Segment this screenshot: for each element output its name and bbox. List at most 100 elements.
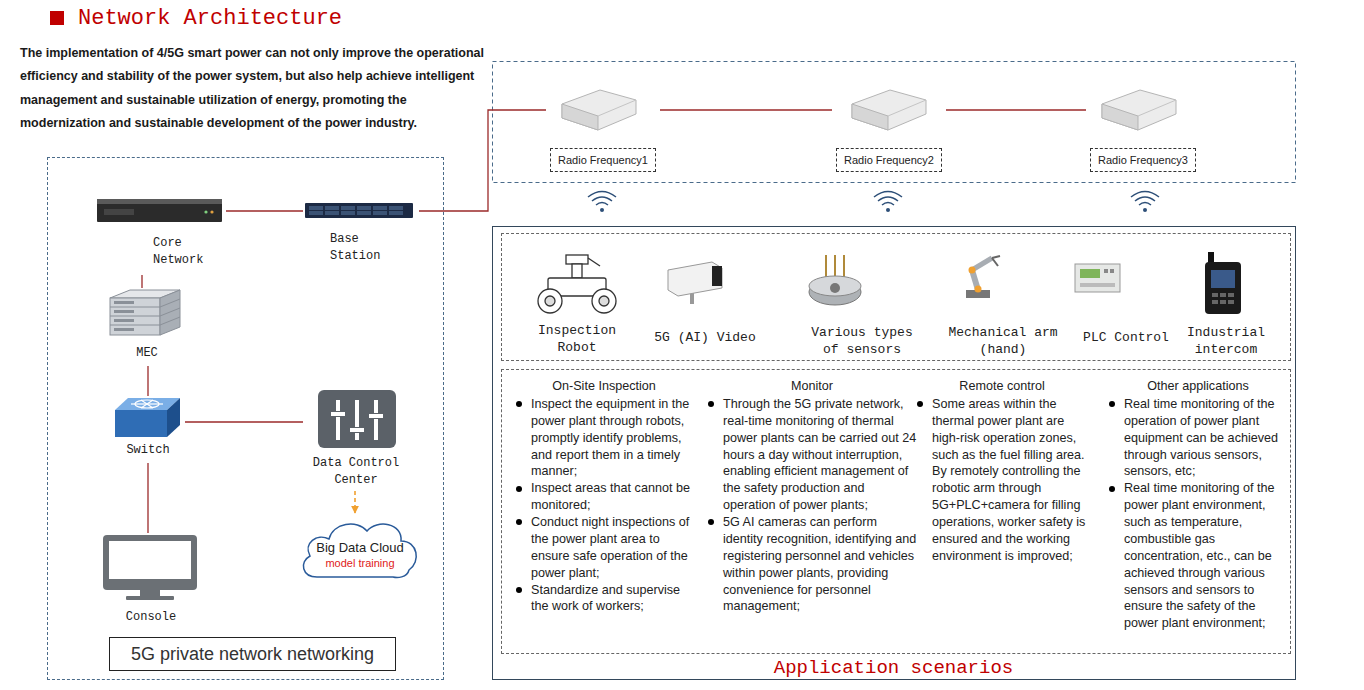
node-label: Switch [111,442,185,459]
robot-icon [545,296,555,306]
mec-icon [160,308,180,316]
console-icon [103,535,197,600]
mec-icon [160,299,180,307]
sensor-icon [809,255,861,305]
device-caption: 5G (AI) Video [649,329,761,346]
switch-icon [115,398,180,437]
wireless-symbol [600,208,604,212]
text-slot: Core Network [153,235,219,269]
robot-icon [572,264,582,278]
bullet-text: Standardize and supervise the work of wo… [531,582,693,616]
text-slot: model training [297,557,423,570]
switch-icon [141,400,153,408]
radio-unit-icon [562,90,636,130]
base-station-icon [389,206,403,210]
wireless-symbol [1135,197,1155,201]
text-slot: Inspection Robot [534,322,620,356]
data-control-icon [349,427,365,433]
bullet-text: Some areas within the thermal power plan… [932,396,1088,565]
text-slot: MEC [107,345,187,362]
connector-line [147,366,148,396]
radio-node: Radio Frequency1 [546,84,660,178]
radio-label: Radio Frequency3 [1090,148,1196,172]
wireless-symbol [1131,192,1159,198]
cloud-node: Big Data Cloudmodel training [297,513,423,585]
column-heading: Monitor [707,378,917,395]
radio-unit-icon [888,100,926,116]
mec-node: MEC [107,288,187,366]
radio-label: Radio Frequency1 [550,148,656,172]
connector-line [354,491,356,513]
console-icon [103,535,197,590]
application-panel: Application scenariosInspection Robot5G … [492,226,1296,680]
device-caption: Mechanical arm (hand) [944,324,1062,358]
plc-icon [1075,264,1120,292]
wireless-symbol [592,197,612,201]
mec-icon [110,290,180,335]
camera-icon [668,262,722,296]
robot-icon [592,289,616,313]
device-row: Inspection Robot 5G (AI) Video Various typ… [501,233,1291,361]
data-control-icon [355,400,359,440]
intercom-icon [1228,293,1234,297]
text-slot: Switch [111,442,185,459]
data-control-node: Data Control Center [303,388,409,491]
bullet-text: Real time monitoring of the operation of… [1124,396,1288,480]
device-caption: Industrial intercom [1176,324,1276,358]
bullet-text: Real time monitoring of the power plant … [1124,480,1288,632]
scenario-box: On-Site InspectionInspect the equipment … [501,369,1291,654]
wireless-symbol [588,192,616,213]
sensor-icon [809,276,861,296]
text-column: On-Site InspectionInspect the equipment … [515,378,693,615]
mec-icon [160,290,180,335]
base-station-icon [357,211,371,215]
network-panel: 5G private network networkingCore Networ… [47,157,444,680]
text-slot: PLC Control [1076,329,1176,346]
robot-arm-icon [975,286,982,293]
text-slot: Mechanical arm (hand) [944,324,1062,358]
radio-unit-icon [1102,90,1176,130]
core-server-icon [210,210,213,213]
connector-line [946,109,1086,110]
robot-icon [538,289,562,313]
intercom-icon [1211,270,1235,288]
core-network-node: Core Network [96,197,226,275]
console-icon [126,596,174,600]
radio-unit-icon [562,104,598,130]
switch-icon [115,410,167,437]
wireless-symbol [1131,192,1159,213]
intercom-icon [1212,300,1218,304]
text-column: Remote controlSome areas within the ther… [916,378,1088,565]
data-control-icon [318,390,396,448]
robot-icon [588,258,600,266]
data-control-icon [336,400,340,440]
camera-icon [668,262,722,304]
base-station-icon [309,211,323,215]
robot-arm-icon [992,256,1000,258]
robot-icon [538,255,616,313]
radio-unit-icon [598,100,636,116]
mec-icon [114,301,134,304]
mec-icon [110,325,160,326]
device-caption: Various types of sensors [806,324,918,358]
radio-unit-icon [852,90,926,130]
text-slot: Radio Frequency1 [546,148,660,172]
column-heading: On-Site Inspection [515,378,693,395]
node-label: Console [99,609,203,626]
intercom-icon [1220,293,1226,297]
camera-icon [712,266,722,286]
data-control-icon [331,412,345,416]
core-server-icon [104,209,134,215]
base-station-icon [309,206,323,210]
radio-unit-icon [852,104,888,130]
node-label: MEC [107,345,187,362]
robot-arm-icon [992,258,998,266]
page-title: Network Architecture [78,6,342,32]
radio-unit-icon [852,90,926,130]
mec-icon [160,317,180,325]
connector-line [147,463,148,533]
robot-icon [599,296,609,306]
mec-icon [110,298,160,335]
wireless-symbol [588,192,616,198]
base-station-icon [325,211,339,215]
